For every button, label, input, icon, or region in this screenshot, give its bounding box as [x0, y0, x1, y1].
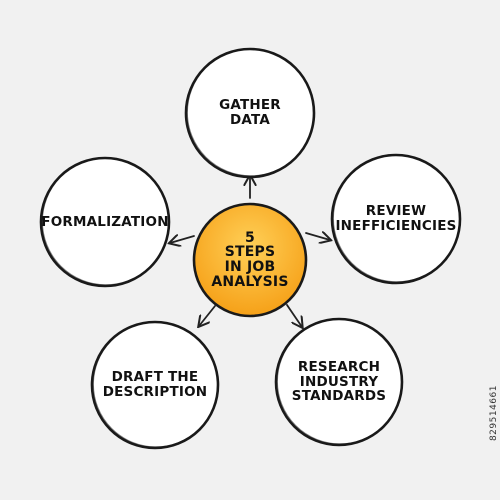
arrow-to-draft-the-description	[199, 305, 216, 326]
arrow-to-review-inefficiencies	[305, 233, 330, 240]
node-outline-formalization	[41, 157, 170, 286]
node-outline-review-inefficiencies	[332, 154, 461, 283]
node-outline-research-industry-standards	[276, 318, 403, 445]
stock-id-label: 829514661	[489, 385, 499, 442]
arrow-to-formalization	[170, 236, 195, 243]
center-node	[192, 202, 308, 318]
arrow-to-research-industry-standards	[286, 304, 302, 327]
center-circle	[192, 202, 308, 318]
step-nodes	[39, 47, 462, 450]
connector-arrows	[170, 176, 330, 327]
node-outline-gather-data	[186, 48, 315, 177]
node-outline-draft-the-description	[92, 321, 219, 448]
